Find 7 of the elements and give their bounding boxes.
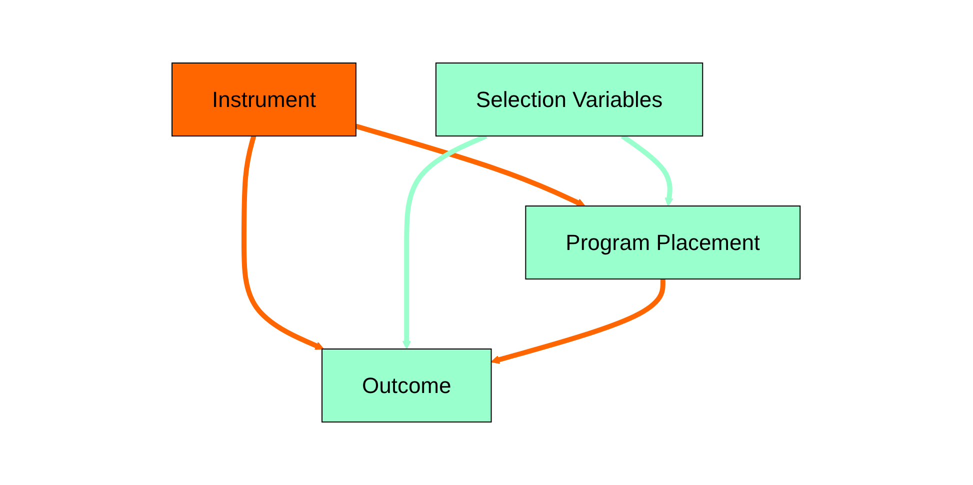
arrow <box>242 135 324 350</box>
arrow <box>356 124 586 207</box>
node-box: Outcome <box>322 348 492 422</box>
node-box: Selection Variables <box>436 62 704 136</box>
node-box: Program Placement <box>526 206 802 280</box>
arrow <box>491 279 666 364</box>
node-box: Instrument <box>172 62 357 136</box>
